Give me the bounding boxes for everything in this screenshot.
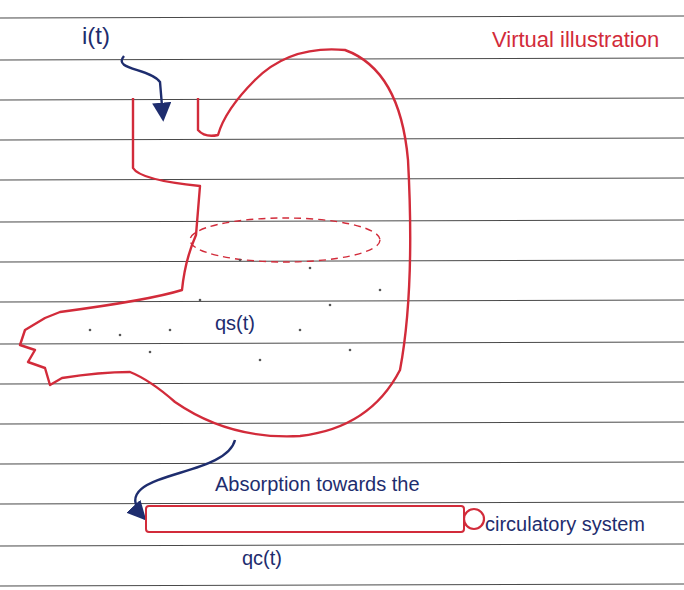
note-label-text: Virtual illustration (492, 27, 659, 52)
absorption-label: Absorption towards the circulatory syste… (215, 464, 677, 584)
spacer (215, 504, 485, 584)
content-dot (149, 351, 152, 354)
quantity-label: qs(t) (215, 312, 255, 335)
quantity-label: qc(t) (242, 547, 282, 570)
spacer (497, 464, 677, 504)
content-dot (299, 329, 302, 332)
content-dot (89, 329, 92, 332)
stomach-outline: qs(t) (15, 45, 415, 440)
input-arrow (122, 56, 163, 118)
stomach-shape (15, 45, 415, 440)
content-dot (379, 289, 382, 292)
content-dot (239, 259, 242, 262)
vessel-end (464, 509, 484, 529)
content-dot (199, 299, 202, 302)
content-level (190, 218, 380, 262)
content-dot (169, 329, 172, 332)
note-label: Virtual illustration (492, 20, 667, 60)
input-label-text: i(t) (82, 22, 110, 49)
absorption-label-text: Absorption towards the circulatory syste… (215, 473, 645, 535)
stomach-wall (20, 49, 410, 436)
input-label: i(t) (82, 22, 110, 50)
content-dot (329, 304, 332, 307)
absorption-vessel: qc(t) (145, 505, 465, 533)
content-dot (259, 359, 262, 362)
content-dot (309, 267, 312, 270)
content-dot (349, 349, 352, 352)
content-dot (119, 334, 122, 337)
